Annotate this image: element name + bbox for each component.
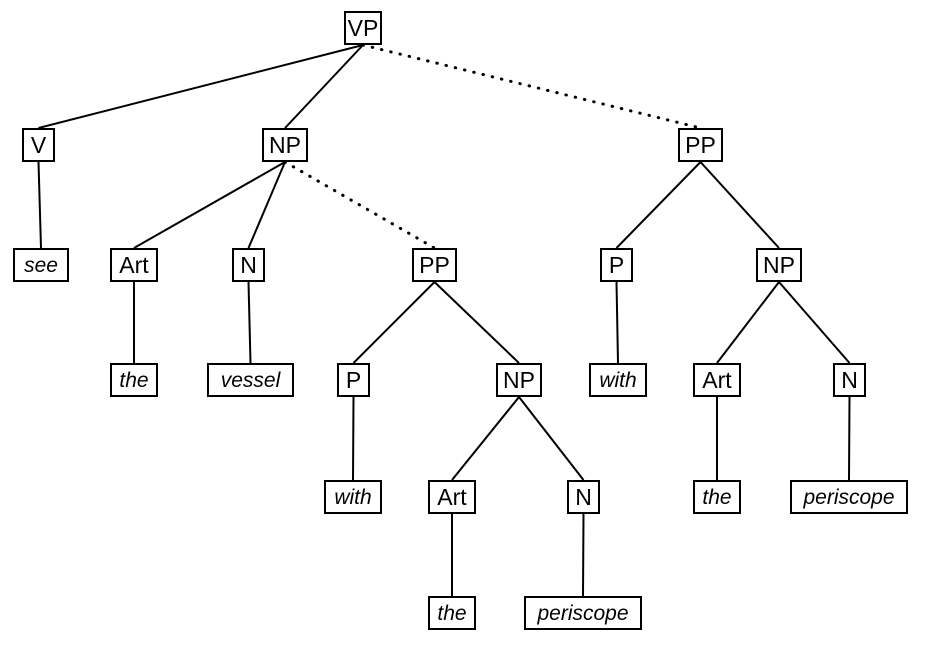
tree-edge-np1-to-art1 (133, 161, 286, 249)
terminal-node-the_r: the (693, 480, 741, 514)
category-node-art_mid: Art (428, 480, 476, 514)
tree-edge-n_mid-to-persc_m (582, 513, 585, 597)
terminal-node-the_m: the (428, 596, 476, 630)
tree-edge-vp-to-pp_right (361, 43, 702, 130)
terminal-node-persc_m: periscope (524, 596, 642, 630)
category-node-np_right: NP (756, 248, 802, 282)
tree-edge-np1-to-n1 (247, 161, 286, 249)
tree-edge-p_mid-to-with_m (352, 396, 355, 481)
tree-edge-vp-to-v (38, 44, 364, 129)
terminal-node-see: see (13, 248, 69, 282)
terminal-node-with_m: with (324, 480, 382, 514)
terminal-node-the1: the (110, 363, 158, 397)
category-node-np_mid: NP (496, 363, 542, 397)
category-node-art_right: Art (693, 363, 741, 397)
tree-edge-pp_right-to-p_right (615, 161, 702, 249)
category-node-v: V (22, 128, 55, 162)
tree-edge-pp_right-to-np_right (699, 161, 780, 249)
tree-edge-np_mid-to-art_mid (451, 396, 520, 481)
tree-edge-np_right-to-art_right (716, 281, 780, 364)
tree-edge-vp-to-np1 (284, 44, 364, 129)
category-node-vp: VP (344, 11, 382, 45)
tree-edge-pp_mid-to-np_mid (433, 281, 520, 364)
category-node-n_mid: N (567, 480, 600, 514)
category-node-p_right: P (600, 248, 633, 282)
tree-edge-v-to-see (37, 161, 42, 249)
terminal-node-vessel: vessel (207, 363, 294, 397)
tree-edge-pp_mid-to-p_mid (352, 281, 436, 364)
category-node-pp_mid: PP (412, 248, 457, 282)
category-node-n_right: N (833, 363, 866, 397)
tree-edge-np_mid-to-n_mid (518, 396, 585, 481)
tree-edge-np_right-to-n_right (778, 281, 851, 364)
category-node-p_mid: P (337, 363, 370, 397)
category-node-n1: N (232, 248, 265, 282)
tree-edge-np1-to-pp_mid (283, 160, 436, 250)
tree-edge-n_right-to-persc_r (848, 396, 851, 481)
category-node-np1: NP (262, 128, 308, 162)
category-node-pp_right: PP (678, 128, 723, 162)
category-node-art1: Art (110, 248, 158, 282)
tree-edge-n1-to-vessel (247, 281, 252, 364)
tree-edge-p_right-to-with_r (615, 281, 619, 364)
terminal-node-persc_r: periscope (790, 480, 908, 514)
terminal-node-with_r: with (589, 363, 647, 397)
